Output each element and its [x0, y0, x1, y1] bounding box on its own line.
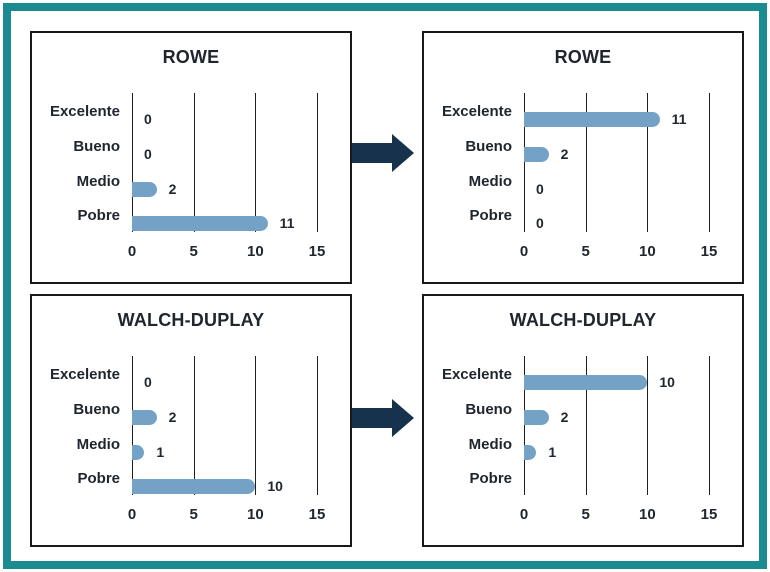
x-tick-label: 5: [189, 243, 198, 260]
value-label: 0: [536, 215, 544, 232]
gridline: [524, 356, 525, 495]
arrow-right-icon: [352, 399, 414, 437]
category-label: Medio: [76, 435, 120, 453]
value-label: 2: [168, 180, 177, 197]
value-label: 2: [168, 408, 177, 425]
bar-medio: [132, 444, 145, 460]
category-label: Pobre: [77, 207, 120, 225]
gridline: [193, 93, 195, 232]
x-axis-ticks: 0 5 10 15: [128, 243, 326, 263]
gridline: [585, 93, 587, 232]
gridline: [647, 356, 649, 495]
bar-pobre: [132, 479, 256, 495]
category-label: Bueno: [73, 400, 120, 418]
x-tick-label: 10: [638, 243, 656, 260]
value-label: 1: [548, 443, 557, 460]
gridline: [524, 93, 525, 232]
gridline: [585, 356, 587, 495]
x-tick-label: 15: [700, 243, 718, 260]
x-tick-label: 0: [519, 243, 529, 260]
category-label: Bueno: [465, 137, 512, 155]
value-label: 10: [267, 478, 283, 495]
gridline: [132, 356, 133, 495]
gridline: [647, 93, 649, 232]
category-label: Medio: [76, 172, 120, 190]
category-label: Excelente: [49, 366, 120, 383]
gridline: [317, 356, 318, 495]
value-label: 0: [144, 374, 152, 390]
x-tick-label: 0: [519, 506, 529, 523]
category-label: Excelente: [441, 103, 512, 120]
x-axis-ticks: 0 5 10 15: [520, 243, 718, 263]
bar-bueno: [524, 409, 549, 425]
x-tick-label: 5: [581, 243, 590, 260]
value-label: 11: [279, 215, 295, 232]
value-label: 0: [144, 111, 152, 127]
x-tick-label: 10: [638, 506, 656, 523]
chart-title: WALCH-DUPLAY: [117, 310, 265, 330]
plot-area: 0 0 2 11: [132, 93, 318, 232]
category-label: Pobre: [469, 470, 512, 488]
category-label: Medio: [468, 172, 512, 190]
gridline: [709, 93, 710, 232]
plot-area: 10 2 1: [524, 356, 710, 495]
value-label: 11: [671, 111, 687, 127]
outer-frame-border: [3, 3, 767, 569]
x-tick-label: 0: [127, 243, 137, 260]
bar-bueno: [524, 146, 549, 162]
value-label: 2: [560, 145, 569, 162]
value-label: 0: [536, 180, 544, 197]
x-tick-label: 10: [246, 506, 264, 523]
x-tick-label: 15: [308, 506, 326, 523]
category-label: Excelente: [49, 103, 120, 120]
chart-title: ROWE: [162, 47, 220, 67]
category-label: Excelente: [441, 366, 512, 383]
gridline: [255, 356, 257, 495]
x-tick-label: 15: [700, 506, 718, 523]
x-tick-label: 0: [127, 506, 137, 523]
bar-medio: [524, 444, 537, 460]
x-tick-label: 10: [246, 243, 264, 260]
gridline: [132, 93, 133, 232]
x-tick-label: 15: [308, 243, 326, 260]
bar-pobre: [132, 216, 268, 232]
bar-medio: [132, 181, 157, 197]
category-label: Medio: [468, 435, 512, 453]
bar-excelente: [524, 112, 660, 127]
category-label: Pobre: [77, 470, 120, 488]
arrow-right-icon: [352, 134, 414, 172]
x-tick-label: 5: [581, 506, 590, 523]
value-label: 2: [560, 408, 569, 425]
x-axis-ticks: 0 5 10 15: [520, 506, 718, 526]
x-tick-label: 5: [189, 506, 198, 523]
gridline: [193, 356, 195, 495]
chart-title: WALCH-DUPLAY: [509, 310, 657, 330]
value-label: 10: [659, 374, 675, 390]
value-label: 0: [144, 145, 152, 162]
chart-title: ROWE: [554, 47, 612, 67]
plot-area: 11 2 0 0: [524, 93, 710, 232]
bar-excelente: [524, 375, 648, 390]
plot-area: 0 2 1 10: [132, 356, 318, 495]
category-label: Pobre: [469, 207, 512, 225]
gridline: [255, 93, 257, 232]
category-label: Bueno: [73, 137, 120, 155]
bar-bueno: [132, 409, 157, 425]
gridline: [709, 356, 710, 495]
value-label: 1: [156, 443, 165, 460]
gridline: [317, 93, 318, 232]
x-axis-ticks: 0 5 10 15: [128, 506, 326, 526]
category-label: Bueno: [465, 400, 512, 418]
